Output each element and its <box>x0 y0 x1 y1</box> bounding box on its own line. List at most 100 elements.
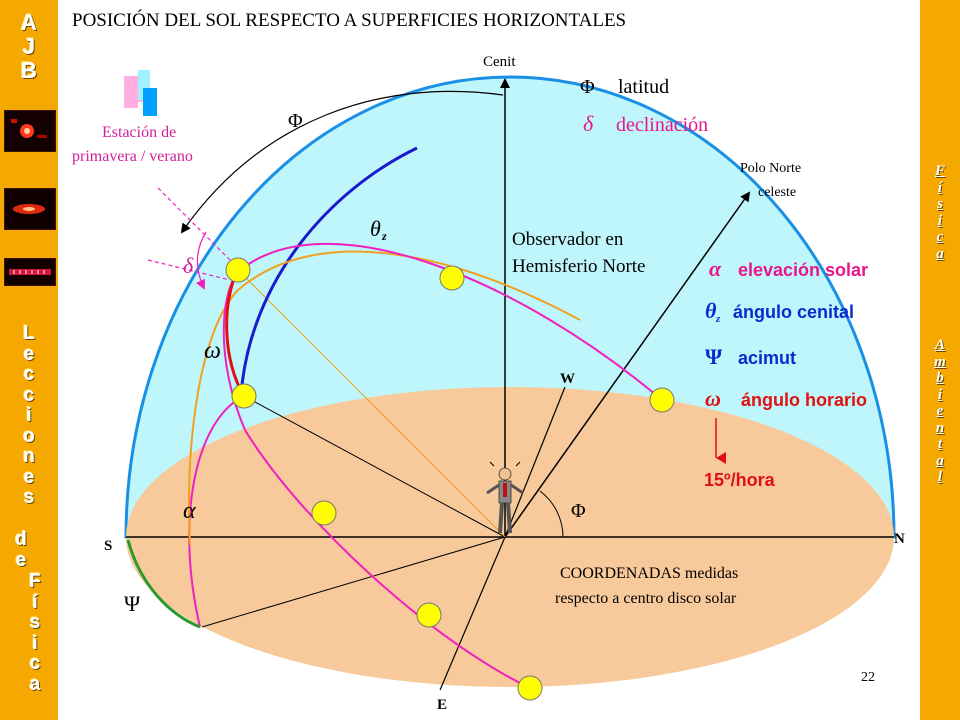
polar-axis <box>504 191 751 538</box>
fisica-right-letter: í <box>937 179 943 196</box>
ambiental-letter: i <box>937 386 943 403</box>
declination-dashed-line <box>147 259 231 281</box>
thumbnail-image-3 <box>4 258 56 286</box>
de-vertical-text: d e <box>10 530 32 571</box>
pole-label-line2: celeste <box>758 185 796 200</box>
fisica-letter: s <box>29 612 41 633</box>
sun-position-diagram: POSICIÓN DEL SOL RESPECTO A SUPERFICIES … <box>72 9 905 713</box>
ambiental-letter: e <box>936 403 944 419</box>
sun-icon <box>416 602 442 628</box>
lecciones-vertical-text: L e c c i o n e s <box>18 324 40 509</box>
vertical-circle-arc <box>188 395 245 628</box>
declination-reference-line <box>237 269 506 538</box>
legend: Φ latitud δ declinación α elevación sola… <box>580 76 868 490</box>
legend-azimuth: acimut <box>738 348 796 368</box>
pole-label-line1: Polo Norte <box>740 161 801 176</box>
north-label: N <box>894 531 905 547</box>
sun-projection-line <box>201 536 506 628</box>
sun-path-orange <box>188 250 581 546</box>
fisica-right-letter: s <box>937 196 943 212</box>
lecciones-letter: e <box>23 466 35 488</box>
east-label: E <box>437 697 447 713</box>
rate-label: 15º/hora <box>704 470 776 490</box>
legend-alpha-symbol: α <box>709 256 722 281</box>
sun-icon <box>517 675 543 701</box>
sun-icon <box>311 500 337 526</box>
season-icon <box>124 70 157 116</box>
ambiental-letter: t <box>937 436 943 452</box>
ambiental-letter: b <box>936 370 944 386</box>
legend-elevation: elevación solar <box>738 260 868 280</box>
zenith-angle-symbol: θ <box>370 216 381 241</box>
azimuth-arc <box>126 539 201 629</box>
declination-symbol: δ <box>183 253 194 278</box>
de-letter: d <box>15 529 27 550</box>
lecciones-letter: c <box>23 364 35 385</box>
zenith-angle-arc <box>239 146 418 396</box>
sun-direction-line <box>243 395 506 538</box>
fisica-letter: F <box>29 571 41 592</box>
legend-latitude: latitud <box>618 76 669 98</box>
sun-icon <box>439 265 465 291</box>
legend-zenith-angle: ángulo cenital <box>733 302 854 322</box>
fisica-letter: í <box>32 591 38 613</box>
zenith-angle-subscript: z <box>381 229 387 243</box>
legend-omega-symbol: ω <box>705 386 721 411</box>
legend-phi-symbol: Φ <box>580 76 595 98</box>
west-label: W <box>560 371 575 387</box>
lecciones-letter: c <box>23 384 35 406</box>
season-label-line1: Estación de <box>102 124 176 141</box>
west-axis <box>504 386 566 538</box>
observer-label-line2: Hemisferio Norte <box>512 256 645 277</box>
right-sidebar <box>920 0 960 720</box>
south-label: S <box>104 538 112 554</box>
ambiental-letter: a <box>936 452 944 469</box>
east-axis <box>439 536 506 691</box>
lecciones-letter: e <box>23 343 35 365</box>
fisica-left-vertical-text: F í s i c a <box>24 572 46 695</box>
latitude-angle-symbol: Φ <box>571 500 586 522</box>
season-label-line2: primavera / verano <box>72 148 193 165</box>
latitude-symbol: Φ <box>288 110 303 132</box>
fisica-right-letter: F <box>934 163 945 179</box>
sun-icon <box>225 257 251 283</box>
lecciones-letter: o <box>23 425 35 447</box>
hour-angle-symbol: ω <box>204 338 221 364</box>
legend-declination: declinación <box>616 114 708 136</box>
lecciones-letter: i <box>26 405 32 426</box>
lecciones-letter: s <box>23 487 35 508</box>
coordinates-note-line1: COORDENADAS medidas <box>560 565 738 582</box>
ambiental-letter: l <box>937 469 943 485</box>
azimuth-symbol: Ψ <box>124 591 141 616</box>
zenith-label: Cenit <box>483 54 516 70</box>
ajb-logo: A J B <box>16 12 42 84</box>
page-title: POSICIÓN DEL SOL RESPECTO A SUPERFICIES … <box>72 9 626 31</box>
fisica-right-letter: c <box>936 229 944 245</box>
fisica-letter: c <box>29 653 41 674</box>
fisica-letter: i <box>32 632 38 654</box>
lecciones-letter: L <box>23 323 35 344</box>
declination-dashed-line <box>157 187 233 263</box>
sun-icon <box>649 387 675 413</box>
logo-letter: J <box>22 34 36 59</box>
latitude-arc-arrow <box>180 90 504 234</box>
observer-figure <box>486 458 524 534</box>
ambiental-vertical-text: A m b i e n t a l <box>928 338 952 487</box>
legend-psi-symbol: Ψ <box>705 344 723 369</box>
latitude-angle-arc <box>539 490 564 538</box>
ambiental-letter: A <box>934 337 945 353</box>
declination-arrow <box>195 231 207 290</box>
thumbnail-image-2 <box>4 188 56 230</box>
de-letter: e <box>15 549 27 571</box>
lecciones-letter: n <box>23 446 35 467</box>
legend-theta-symbol: θ <box>705 298 717 323</box>
fisica-right-letter: i <box>937 212 943 229</box>
logo-letter: A <box>21 10 37 35</box>
legend-hour-angle: ángulo horario <box>741 390 867 410</box>
coordinates-note-line2: respecto a centro disco solar <box>555 590 737 607</box>
logo-letter: B <box>21 58 37 83</box>
sun-path-magenta <box>222 242 663 689</box>
elevation-symbol: α <box>183 498 196 524</box>
fisica-right-vertical-text: F í s i c a <box>928 164 952 263</box>
observer-label-line1: Observador en <box>512 229 624 250</box>
